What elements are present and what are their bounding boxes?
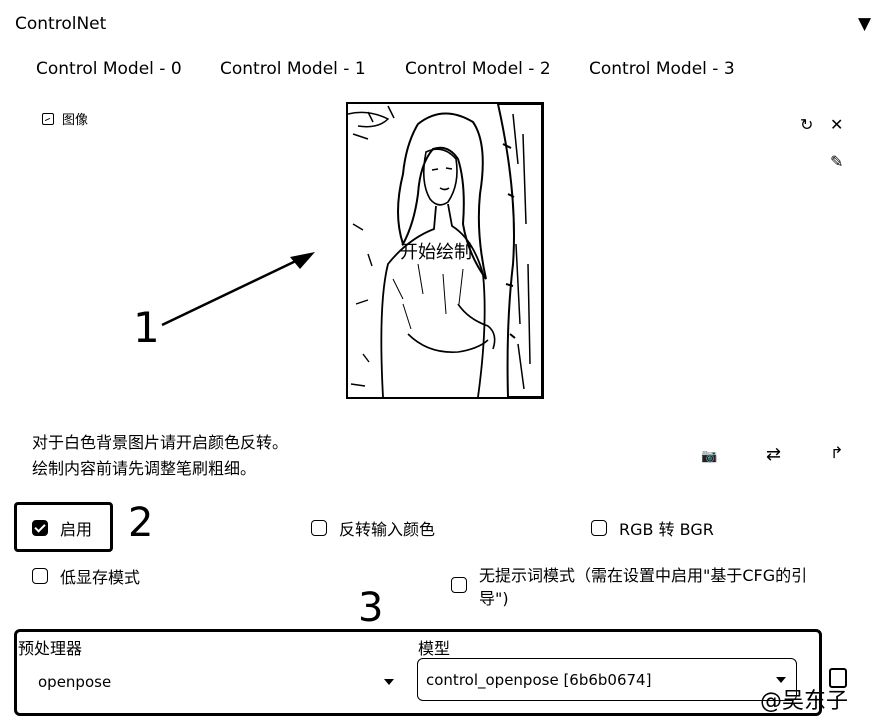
guess-mode-label-line-2: 导") (479, 589, 509, 608)
image-canvas[interactable]: 开始绘制 (346, 102, 544, 399)
preprocessor-label: 预处理器 (18, 639, 83, 658)
annotation-number-1: 1 (133, 303, 160, 352)
refresh-models-icon[interactable] (829, 668, 847, 688)
image-label: 图像 (42, 109, 88, 128)
invert-color-checkbox[interactable] (311, 520, 327, 536)
preprocessor-value: openpose (38, 673, 112, 691)
preprocessor-dropdown[interactable]: openpose (38, 669, 394, 695)
guess-mode-label: 无提示词模式（需在设置中启用"基于CFG的引 导") (479, 564, 807, 610)
camera-icon[interactable]: 📷 (701, 449, 718, 464)
enable-highlight-box (14, 502, 113, 552)
sketch-portrait-image (348, 104, 542, 397)
collapse-triangle-icon[interactable]: ▼ (858, 14, 872, 34)
invert-color-label: 反转输入颜色 (339, 520, 436, 539)
tab-control-model-0[interactable]: Control Model - 0 (36, 59, 182, 79)
preprocessor-model-highlight-box (14, 629, 822, 716)
guess-mode-label-line-1: 无提示词模式（需在设置中启用"基于CFG的引 (479, 566, 808, 585)
guess-mode-checkbox-row[interactable]: 无提示词模式（需在设置中启用"基于CFG的引 导") (451, 564, 807, 610)
model-value: control_openpose [6b6b0674] (426, 670, 652, 689)
rgb-to-bgr-label: RGB 转 BGR (619, 520, 714, 539)
rgb-to-bgr-checkbox-row[interactable]: RGB 转 BGR (591, 516, 714, 540)
brush-icon[interactable]: ✎ (830, 152, 844, 171)
model-dropdown[interactable]: control_openpose [6b6b0674] (417, 658, 797, 701)
guess-mode-checkbox[interactable] (451, 577, 467, 593)
tab-control-model-2[interactable]: Control Model - 2 (405, 59, 551, 79)
undo-icon[interactable]: ↻ (800, 115, 814, 134)
enable-checkbox-row[interactable]: 启用 (32, 516, 92, 540)
tab-control-model-3[interactable]: Control Model - 3 (589, 59, 735, 79)
low-vram-checkbox-row[interactable]: 低显存模式 (32, 564, 140, 588)
enable-label: 启用 (60, 520, 93, 539)
send-dimensions-icon[interactable]: ↱ (830, 443, 844, 462)
invert-color-checkbox-row[interactable]: 反转输入颜色 (311, 516, 435, 540)
rgb-to-bgr-checkbox[interactable] (591, 520, 607, 536)
annotation-arrow (161, 252, 315, 327)
annotation-number-2: 2 (128, 500, 154, 546)
chevron-down-icon (776, 676, 786, 683)
enable-checkbox[interactable] (32, 520, 48, 536)
low-vram-checkbox[interactable] (32, 568, 48, 584)
canvas-overlay-text: 开始绘制 (400, 242, 472, 263)
hint-line-2: 绘制内容前请先调整笔刷粗细。 (32, 459, 257, 478)
model-label: 模型 (418, 639, 451, 658)
panel-title: ControlNet (15, 14, 107, 34)
annotation-number-3: 3 (358, 585, 384, 631)
hint-line-1: 对于白色背景图片请开启颜色反转。 (32, 433, 289, 452)
watermark: @吴东子 (760, 689, 849, 714)
swap-icon[interactable]: ⇄ (766, 444, 782, 465)
image-icon (42, 112, 54, 125)
close-icon[interactable]: ✕ (830, 115, 844, 134)
chevron-down-icon (384, 679, 394, 685)
image-label-text: 图像 (62, 113, 89, 128)
tab-control-model-1[interactable]: Control Model - 1 (220, 59, 366, 79)
low-vram-label: 低显存模式 (60, 568, 141, 587)
